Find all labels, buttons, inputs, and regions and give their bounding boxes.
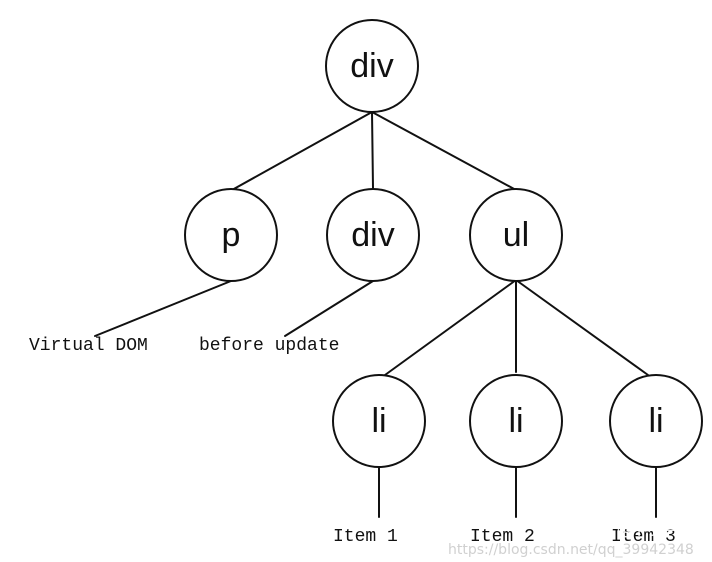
node-li-1-label: li xyxy=(371,402,386,440)
text-item-2: Item 2 xyxy=(470,527,535,547)
node-root-div: div xyxy=(325,19,419,113)
node-li-2: li xyxy=(469,374,563,468)
platform-watermark: 知乎 @向华 xyxy=(570,515,676,539)
node-div-label: div xyxy=(351,216,394,254)
text-item-3: Item 3 xyxy=(611,527,676,547)
node-root-div-circle xyxy=(325,19,419,113)
node-li-1-circle xyxy=(332,374,426,468)
node-p-circle xyxy=(184,188,278,282)
node-ul: ul xyxy=(469,188,563,282)
csdn-watermark: https://blog.csdn.net/qq_39942348 xyxy=(448,542,694,558)
edge-root-ul xyxy=(371,111,517,191)
node-li-2-label: li xyxy=(508,402,523,440)
node-p-label: p xyxy=(222,216,241,254)
edge-p-text xyxy=(94,280,232,337)
node-div-circle xyxy=(326,188,420,282)
edge-root-div xyxy=(371,111,374,189)
node-li-3-label: li xyxy=(648,402,663,440)
node-ul-circle xyxy=(469,188,563,282)
node-li-3: li xyxy=(609,374,703,468)
edge-ul-li-3 xyxy=(515,279,649,376)
node-p: p xyxy=(184,188,278,282)
node-div: div xyxy=(326,188,420,282)
node-root-div-label: div xyxy=(350,47,393,85)
node-li-1: li xyxy=(332,374,426,468)
node-li-2-circle xyxy=(469,374,563,468)
edge-root-p xyxy=(231,111,373,191)
text-item-1: Item 1 xyxy=(333,527,398,547)
text-virtual-dom: Virtual DOM xyxy=(29,336,148,356)
text-before-update: before update xyxy=(199,336,339,356)
edge-div-text xyxy=(284,280,374,337)
node-ul-label: ul xyxy=(503,216,529,254)
node-li-3-circle xyxy=(609,374,703,468)
edge-ul-li-1 xyxy=(384,279,517,376)
